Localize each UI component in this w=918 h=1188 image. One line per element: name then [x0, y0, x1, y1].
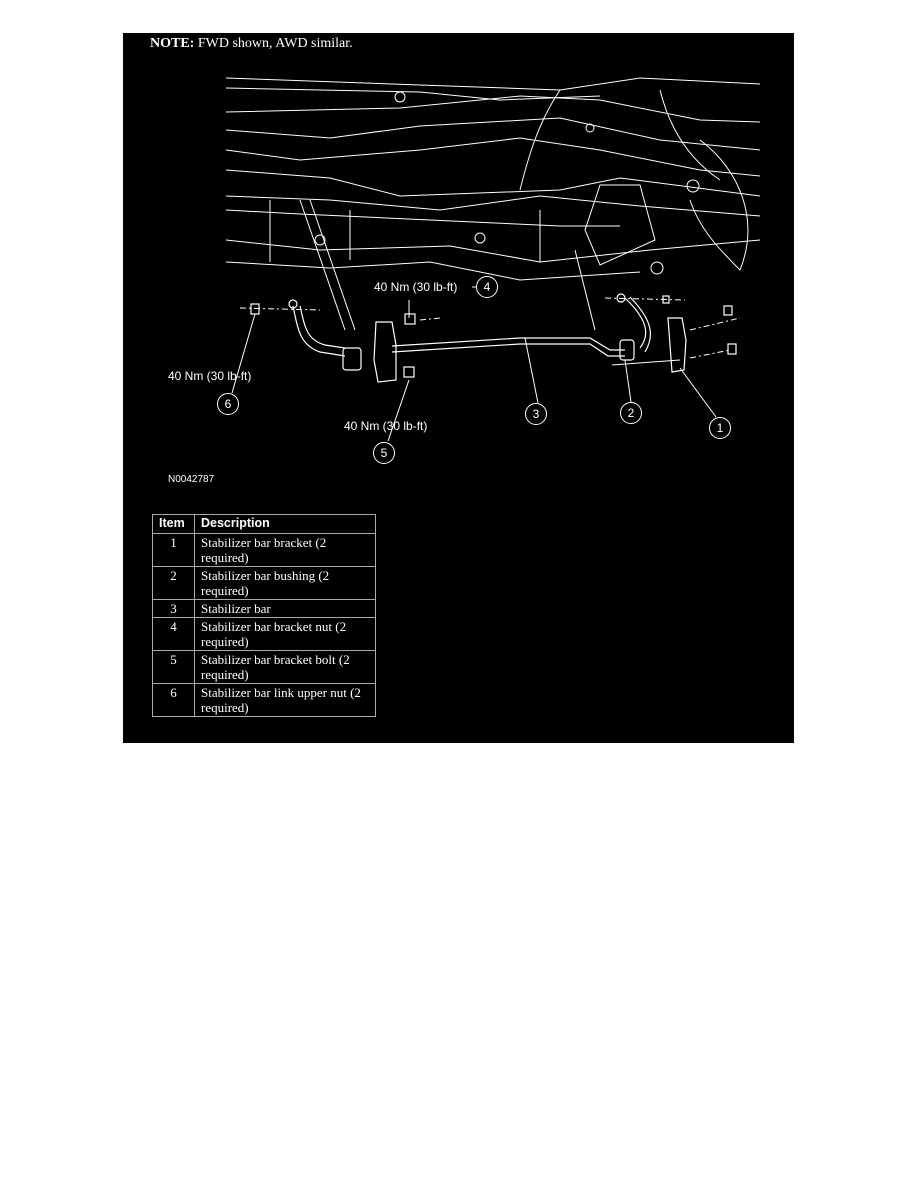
- stabilizer-bar: [250, 293, 737, 383]
- item-number: 1: [152, 533, 195, 567]
- callout-leaders: [231, 286, 717, 442]
- leader-lines: [239, 297, 741, 359]
- callout-2: 2: [620, 402, 642, 424]
- header-item: Item: [152, 514, 195, 534]
- note-body: FWD shown, AWD similar.: [194, 36, 353, 51]
- item-description: Stabilizer bar bracket nut (2 required): [194, 617, 376, 651]
- item-number: 5: [152, 650, 195, 684]
- item-description: Stabilizer bar bracket (2 required): [194, 533, 376, 567]
- torque-label-item-5: 40 Nm (30 lb-ft): [344, 419, 428, 433]
- note-text: NOTE: FWD shown, AWD similar.: [150, 36, 353, 52]
- figure-id: N0042787: [168, 474, 215, 485]
- note-label: NOTE:: [150, 36, 195, 51]
- item-number: 3: [152, 599, 195, 618]
- item-description: Stabilizer bar bracket bolt (2 required): [194, 650, 376, 684]
- callout-4: 4: [476, 276, 498, 298]
- callout-6: 6: [217, 393, 239, 415]
- callout-5: 5: [373, 442, 395, 464]
- callout-3: 3: [525, 403, 547, 425]
- item-description: Stabilizer bar link upper nut (2 require…: [194, 683, 376, 717]
- torque-label-item-4: 40 Nm (30 lb-ft): [374, 280, 458, 294]
- item-description: Stabilizer bar: [194, 599, 376, 618]
- torque-label-item-6: 40 Nm (30 lb-ft): [168, 369, 252, 383]
- table-header: Item Description: [152, 514, 376, 534]
- item-description: Stabilizer bar bushing (2 required): [194, 566, 376, 600]
- item-number: 4: [152, 617, 195, 651]
- vehicle-underbody-lines: [225, 77, 761, 331]
- header-description: Description: [194, 514, 376, 534]
- item-number: 6: [152, 683, 195, 717]
- item-number: 2: [152, 566, 195, 600]
- callout-1: 1: [709, 417, 731, 439]
